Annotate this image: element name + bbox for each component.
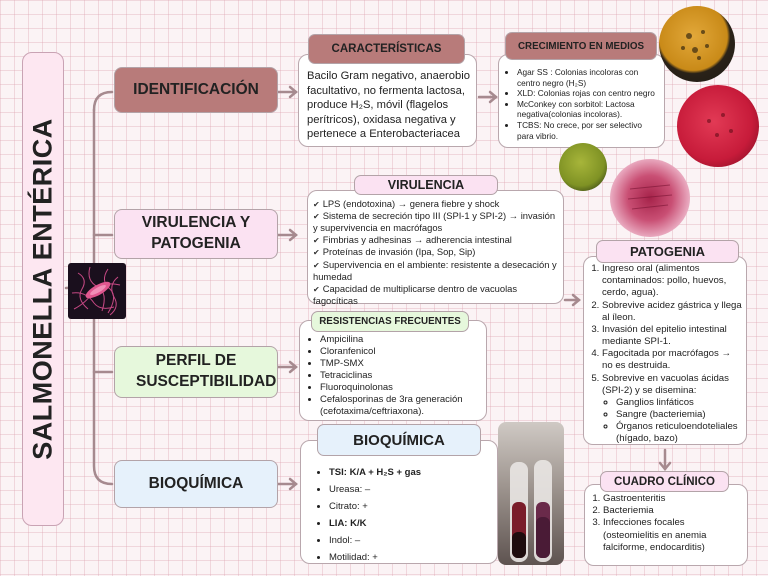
list-item: Sobrevive en vacuolas ácidas (SPI-2) y s…: [602, 373, 743, 446]
resistencias-list: Ampicilina Cloranfenicol TMP-SMX Tetraci…: [306, 334, 482, 418]
list-item: Fluoroquinolonas: [320, 382, 482, 394]
test-tubes-icon: [498, 422, 564, 565]
list-item: Gastroenteritis: [603, 493, 743, 505]
bioquimica-card: TSI: K/A + H₂S + gas Ureasa: – Citrato: …: [300, 440, 498, 564]
list-item: Ingreso oral (alimentos contaminados: po…: [602, 263, 743, 300]
agar-plate-red-icon: [677, 85, 759, 167]
cuadro-card: Gastroenteritis Bacteriemia Infecciones …: [584, 484, 748, 566]
list-item: XLD: Colonias rojas con centro negro: [517, 88, 660, 99]
patogenia-sublist: Ganglios linfáticos Sangre (bacteriemia)…: [602, 397, 743, 446]
list-item: Tetraciclinas: [320, 370, 482, 382]
list-item: Infecciones focales (osteomielitis en an…: [603, 517, 743, 554]
patogenia-card: Ingreso oral (alimentos contaminados: po…: [583, 256, 747, 445]
list-item: Ureasa: –: [329, 482, 493, 499]
list-item: Sobrevive acidez gástrica y llega al íle…: [602, 300, 743, 324]
category-bioquimica: BIOQUÍMICA: [114, 460, 278, 508]
agar-plate-green-icon: [559, 143, 607, 191]
resistencias-header: RESISTENCIAS FRECUENTES: [311, 311, 469, 332]
caracteristicas-text: Bacilo Gram negativo, anaerobio facultat…: [307, 69, 470, 142]
crecimiento-header: CRECIMIENTO EN MEDIOS: [505, 32, 657, 60]
list-item: Supervivencia en el ambiente: resistente…: [313, 259, 559, 283]
list-item: LPS (endotoxina) → genera fiebre y shock: [313, 198, 559, 210]
list-item: TMP-SMX: [320, 358, 482, 370]
list-item: Sistema de secreción tipo III (SPI-1 y S…: [313, 210, 559, 234]
list-item: Ganglios linfáticos: [616, 397, 743, 409]
list-item: McConkey con sorbitol: Lactosa negativa(…: [517, 99, 660, 120]
list-item: Fagocitada por macrófagos → no es destru…: [602, 348, 743, 372]
patogenia-header: PATOGENIA: [596, 240, 739, 263]
list-item: Cloranfenicol: [320, 346, 482, 358]
virulencia-list: LPS (endotoxina) → genera fiebre y shock…: [313, 198, 559, 307]
list-item: Proteínas de invasión (Ipa, Sop, Sip): [313, 246, 559, 258]
list-item: LIA: K/K: [329, 516, 493, 533]
list-item: Fimbrias y adhesinas → adherencia intest…: [313, 234, 559, 246]
category-perfil: PERFIL DE SUSCEPTIBILIDAD: [114, 346, 278, 398]
bioquimica-header: BIOQUÍMICA: [317, 424, 481, 456]
patogenia-list: Ingreso oral (alimentos contaminados: po…: [584, 263, 743, 446]
category-virulencia: VIRULENCIA Y PATOGENIA: [114, 209, 278, 259]
bioquimica-list: TSI: K/A + H₂S + gas Ureasa: – Citrato: …: [315, 465, 493, 566]
virulencia-header: VIRULENCIA: [354, 175, 498, 195]
main-title-box: SALMONELLA ENTÉRICA: [22, 52, 64, 526]
list-item: Motilidad: +: [329, 550, 493, 567]
list-item: Cefalosporinas de 3ra generación (cefota…: [320, 394, 482, 418]
main-title: SALMONELLA ENTÉRICA: [28, 118, 59, 460]
virulencia-card: LPS (endotoxina) → genera fiebre y shock…: [307, 190, 564, 304]
agar-plate-yellow-icon: [659, 6, 735, 82]
caracteristicas-header: CARACTERÍSTICAS: [308, 34, 465, 64]
list-item: Agar SS : Colonias incoloras con centro …: [517, 67, 660, 88]
crecimiento-list: Agar SS : Colonias incoloras con centro …: [503, 67, 660, 141]
list-item: TCBS: No crece, por ser selectivo para v…: [517, 120, 660, 141]
list-item: TSI: K/A + H₂S + gas: [329, 465, 493, 482]
list-item: Ampicilina: [320, 334, 482, 346]
list-item: Bacteriemia: [603, 505, 743, 517]
cuadro-list: Gastroenteritis Bacteriemia Infecciones …: [585, 493, 743, 554]
category-identificacion: IDENTIFICACIÓN: [114, 67, 278, 113]
list-item: Sangre (bacteriemia): [616, 409, 743, 421]
list-item: Indol: –: [329, 533, 493, 550]
cuadro-header: CUADRO CLÍNICO: [600, 471, 729, 492]
list-item: Capacidad de multiplicarse dentro de vac…: [313, 283, 559, 307]
agar-plate-pink-icon: [610, 159, 690, 237]
resistencias-card: Ampicilina Cloranfenicol TMP-SMX Tetraci…: [299, 320, 487, 421]
list-item: Órganos reticuloendoteliales (hígado, ba…: [616, 421, 743, 445]
bacteria-icon: [68, 263, 126, 319]
caracteristicas-card: Bacilo Gram negativo, anaerobio facultat…: [298, 54, 477, 147]
list-item: Citrato: +: [329, 499, 493, 516]
crecimiento-card: Agar SS : Colonias incoloras con centro …: [498, 54, 665, 148]
list-item: Invasión del epitelio intestinal mediant…: [602, 324, 743, 348]
